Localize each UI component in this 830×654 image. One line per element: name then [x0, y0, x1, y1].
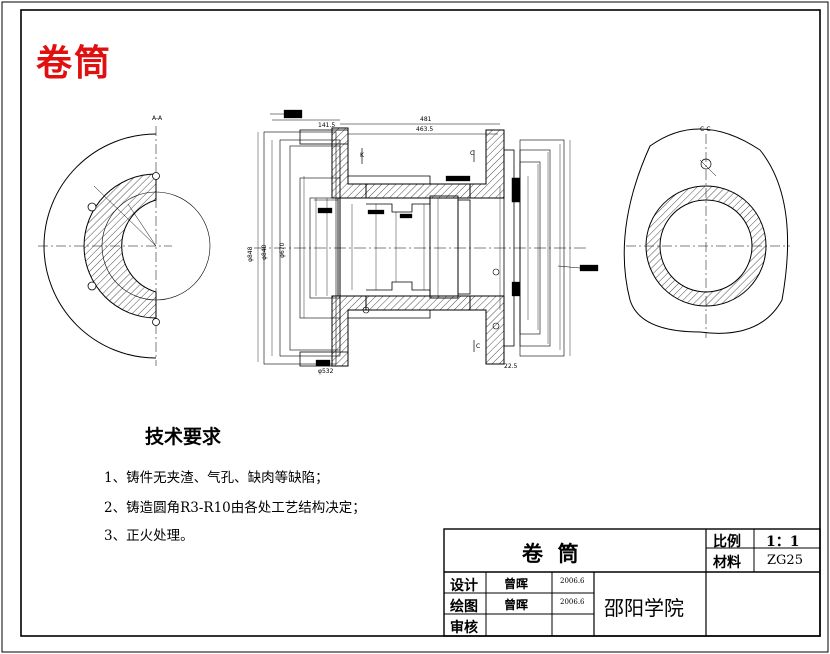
scale-label: 比例 [713, 534, 741, 550]
main-section-view [254, 109, 599, 367]
view-label-a: A-A [152, 115, 163, 122]
section-view-c [623, 128, 790, 338]
dim-top-outer: 481 [420, 116, 432, 123]
section-view-a: A-A [38, 115, 211, 366]
title-block-name: 卷 筒 [522, 541, 579, 566]
view-label-c: C-C [700, 126, 711, 133]
designer-name: 曾晖 [504, 577, 529, 591]
dim-bottom-left: φ532 [318, 368, 334, 375]
design-label: 设计 [450, 578, 478, 594]
requirements-heading: 技术要求 [145, 426, 222, 448]
drawing-title: 卷筒 [36, 42, 113, 84]
requirement-item: 2、铸造圆角R3-R10由各处工艺结构决定； [104, 500, 366, 516]
drawing-label: 绘图 [450, 599, 478, 615]
dim-right-bottom: 22.5 [504, 363, 518, 370]
design-date: 2006.6 [560, 577, 585, 585]
material-label: 材料 [713, 555, 741, 571]
dim-top-inner: 463.5 [416, 126, 433, 133]
note-c-bottom: C [476, 343, 480, 350]
dim-top-left: 141.5 [318, 122, 335, 129]
note-c-top: C [470, 150, 474, 157]
material-value: ZG25 [767, 553, 803, 568]
note-k: K [360, 152, 365, 159]
requirement-item: 1、铸件无夹渣、气孔、缺肉等缺陷； [104, 470, 329, 486]
dim-left-1: φ848 [247, 246, 254, 262]
dim-left-2: φ840 [261, 244, 268, 260]
title-block-grid [443, 528, 821, 637]
requirement-item: 3、正火处理。 [104, 528, 194, 544]
inner-border [20, 9, 821, 637]
review-label: 审核 [450, 620, 478, 636]
drawing-date: 2006.6 [560, 598, 585, 606]
dim-left-3: φ670 [279, 242, 286, 258]
drafter-name: 曾晖 [504, 598, 529, 612]
scale-value: 1：1 [766, 534, 800, 550]
school-name: 邵阳学院 [604, 596, 684, 620]
